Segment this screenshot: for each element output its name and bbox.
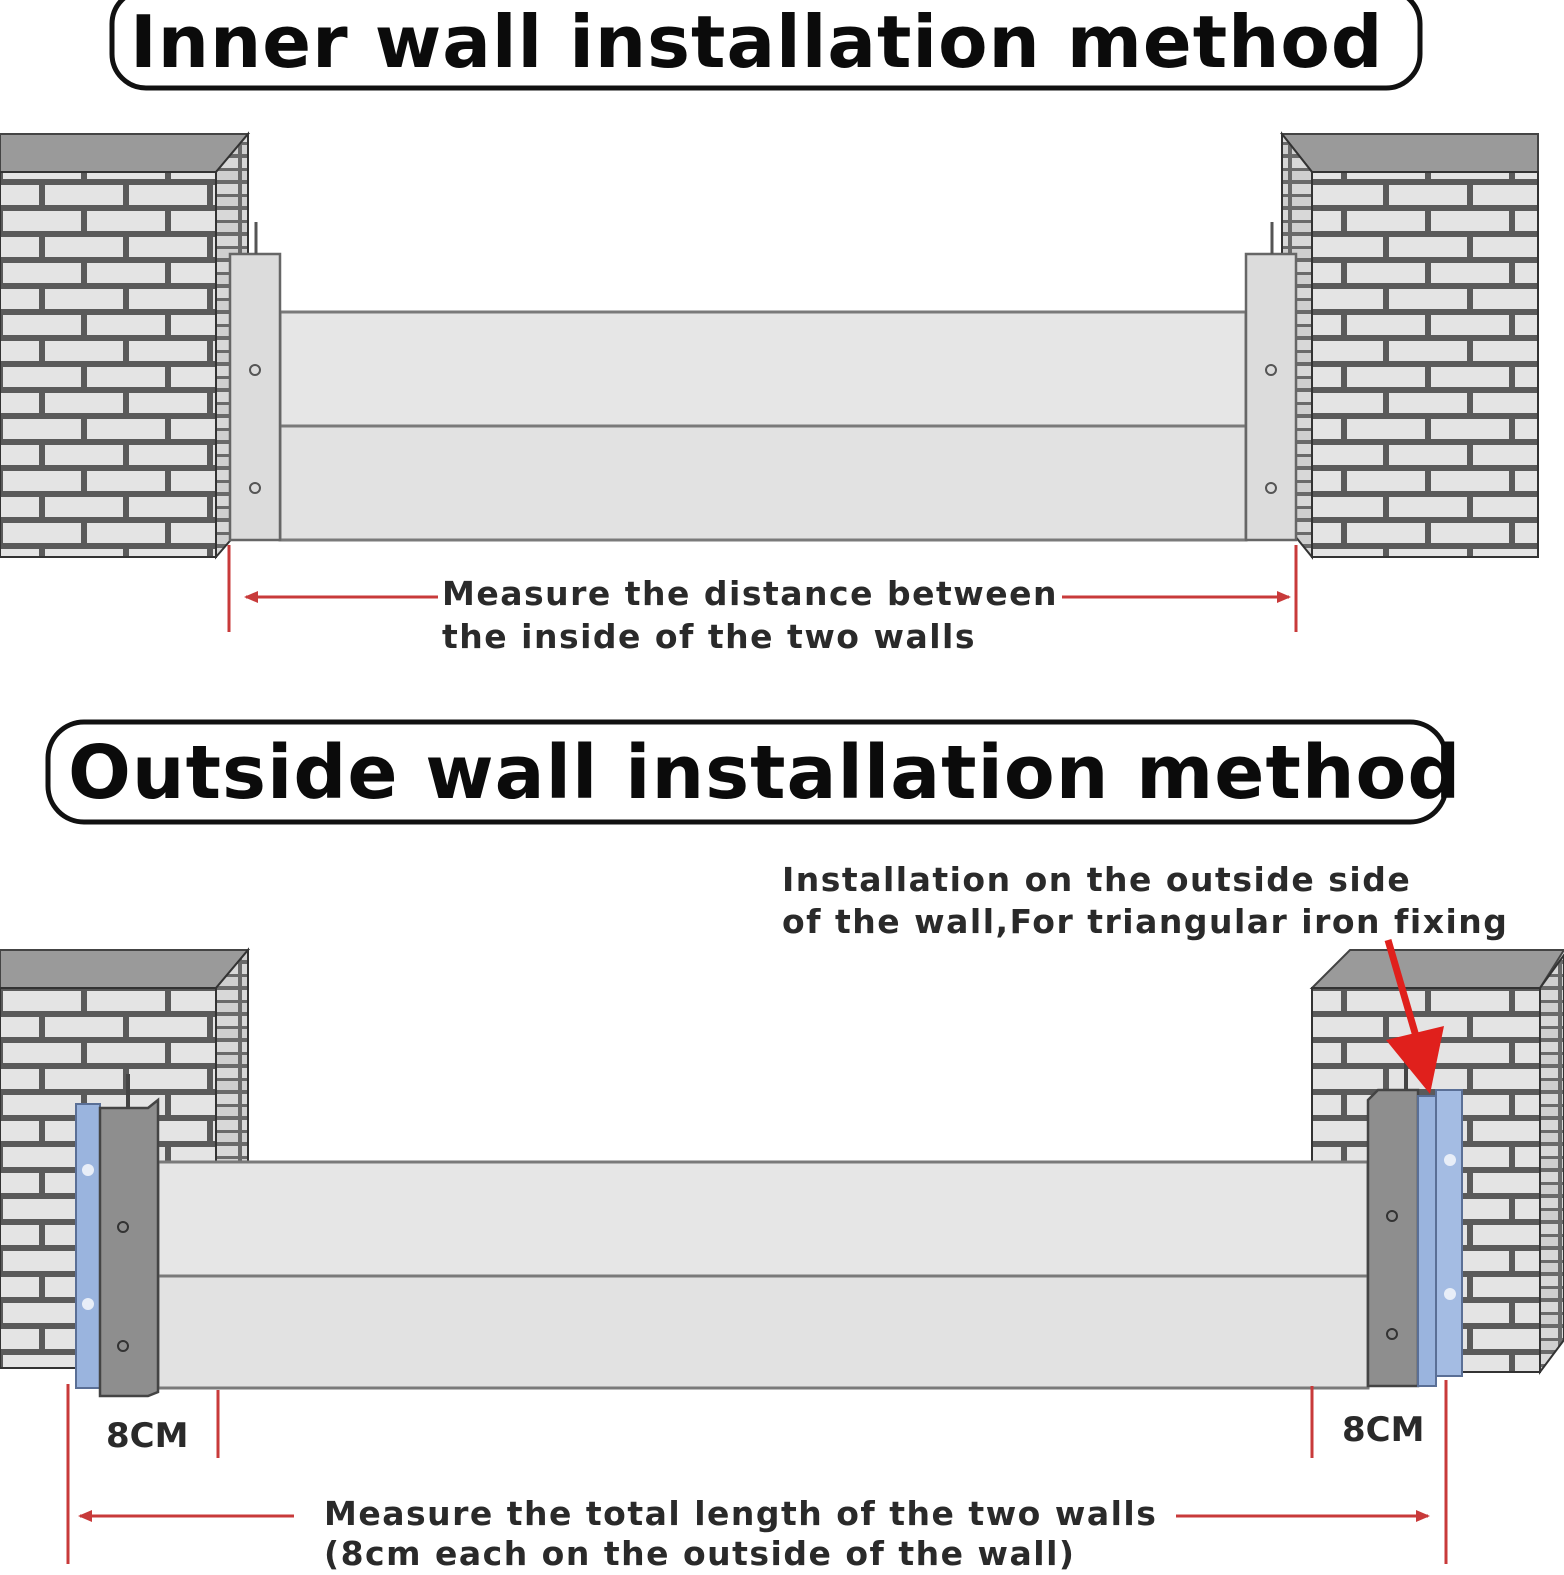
inner-title-badge (109, 0, 1423, 91)
inner-right-pillar (1279, 131, 1539, 560)
inner-caption-line2: the inside of the two walls (442, 617, 976, 656)
outside-note-line2: of the wall,For triangular iron fixing (782, 902, 1509, 941)
outside-right-bracket (1366, 1058, 1463, 1388)
outside-note-line1: Installation on the outside side (782, 860, 1412, 899)
outside-barrier (156, 1160, 1370, 1390)
inner-measure-arrow (227, 545, 1298, 632)
outside-measure-arrows (66, 1380, 1448, 1564)
outside-caption-line2: (8cm each on the outside of the wall) (324, 1534, 1076, 1573)
inner-caption-line1: Measure the distance between (442, 574, 1058, 613)
fixing-pointer-arrow (1384, 939, 1444, 1094)
right-dimension-label: 8CM (1342, 1410, 1425, 1450)
outside-title: Outside wall installation method (68, 730, 1462, 816)
outside-caption-line1: Measure the total length of the two wall… (324, 1494, 1158, 1533)
outside-left-bracket (75, 1074, 160, 1398)
outside-title-badge (45, 719, 1449, 825)
inner-barrier (228, 222, 1298, 542)
inner-left-pillar (0, 131, 251, 560)
left-dimension-label: 8CM (106, 1416, 189, 1456)
inner-title: Inner wall installation method (130, 0, 1384, 84)
